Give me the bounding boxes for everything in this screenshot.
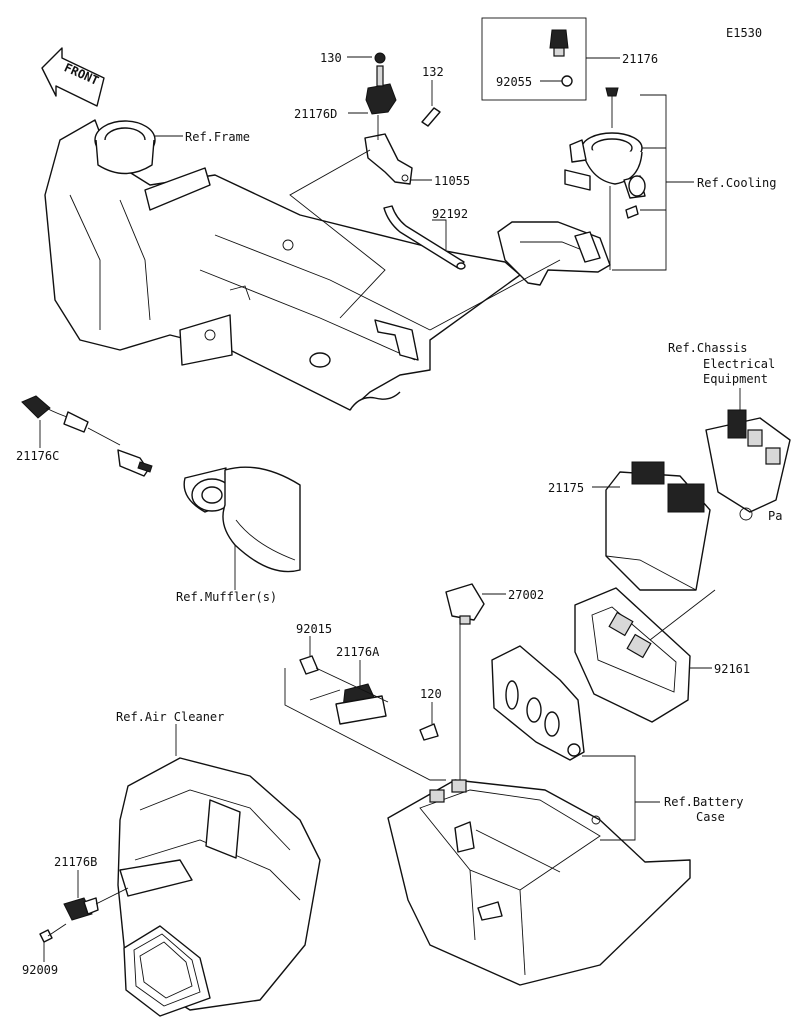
label-ref-chassis-2: Electrical	[703, 357, 775, 371]
label-ref-battery-1: Ref.Battery	[664, 795, 743, 809]
label-92015: 92015	[296, 622, 332, 636]
label-ref-battery-2: Case	[696, 810, 725, 824]
label-ref-muffler: Ref.Muffler(s)	[176, 590, 277, 604]
battery-case-drawing	[387, 779, 691, 986]
label-92009: 92009	[22, 963, 58, 977]
label-ref-chassis-3: Equipment	[703, 372, 768, 386]
diagram-code: E1530	[726, 26, 762, 40]
box-21176	[481, 17, 587, 101]
battery-holder-plate-drawing	[491, 645, 585, 761]
ecu-21175-drawing	[605, 461, 711, 591]
label-ref-frame: Ref.Frame	[185, 130, 250, 144]
label-27002: 27002	[508, 588, 544, 602]
air-cleaner-drawing	[117, 757, 321, 1017]
sensor-21176a-drawing	[299, 655, 439, 741]
label-ref-air-cleaner: Ref.Air Cleaner	[116, 710, 224, 724]
leader-ref-battery	[582, 755, 636, 841]
label-130: 130	[320, 51, 342, 65]
sensor-21176d-drawing	[364, 52, 466, 270]
label-21176c: 21176C	[16, 449, 59, 463]
muffler-drawing	[183, 466, 301, 573]
thermostat-housing-drawing	[564, 87, 646, 219]
relay-27002-drawing	[445, 583, 485, 625]
label-21176: 21176	[622, 52, 658, 66]
bracket-drawing	[497, 221, 611, 286]
leader-ref-cooling	[612, 94, 667, 271]
label-92161: 92161	[714, 662, 750, 676]
label-21176d: 21176D	[294, 107, 337, 121]
label-21176a: 21176A	[336, 645, 380, 659]
page-ref-label: Pa	[768, 509, 782, 523]
electrical-module-drawing	[705, 409, 791, 521]
label-21175: 21175	[548, 481, 584, 495]
leader-bracket-to-frame	[289, 149, 386, 319]
front-arrow-icon: FRONT	[41, 47, 105, 107]
label-ref-cooling: Ref.Cooling	[697, 176, 776, 190]
sensor-21176b-drawing	[39, 897, 99, 943]
bracket-92161-drawing	[574, 587, 691, 723]
o2-sensor-21176c-drawing	[21, 395, 153, 477]
label-92192: 92192	[432, 207, 468, 221]
label-ref-chassis-1: Ref.Chassis	[668, 341, 747, 355]
label-132: 132	[422, 65, 444, 79]
label-21176b: 21176B	[54, 855, 97, 869]
frame-drawing	[44, 119, 521, 411]
label-120: 120	[420, 687, 442, 701]
leader-21176a-box	[284, 668, 446, 781]
label-92055: 92055	[496, 75, 532, 89]
label-11055: 11055	[434, 174, 470, 188]
